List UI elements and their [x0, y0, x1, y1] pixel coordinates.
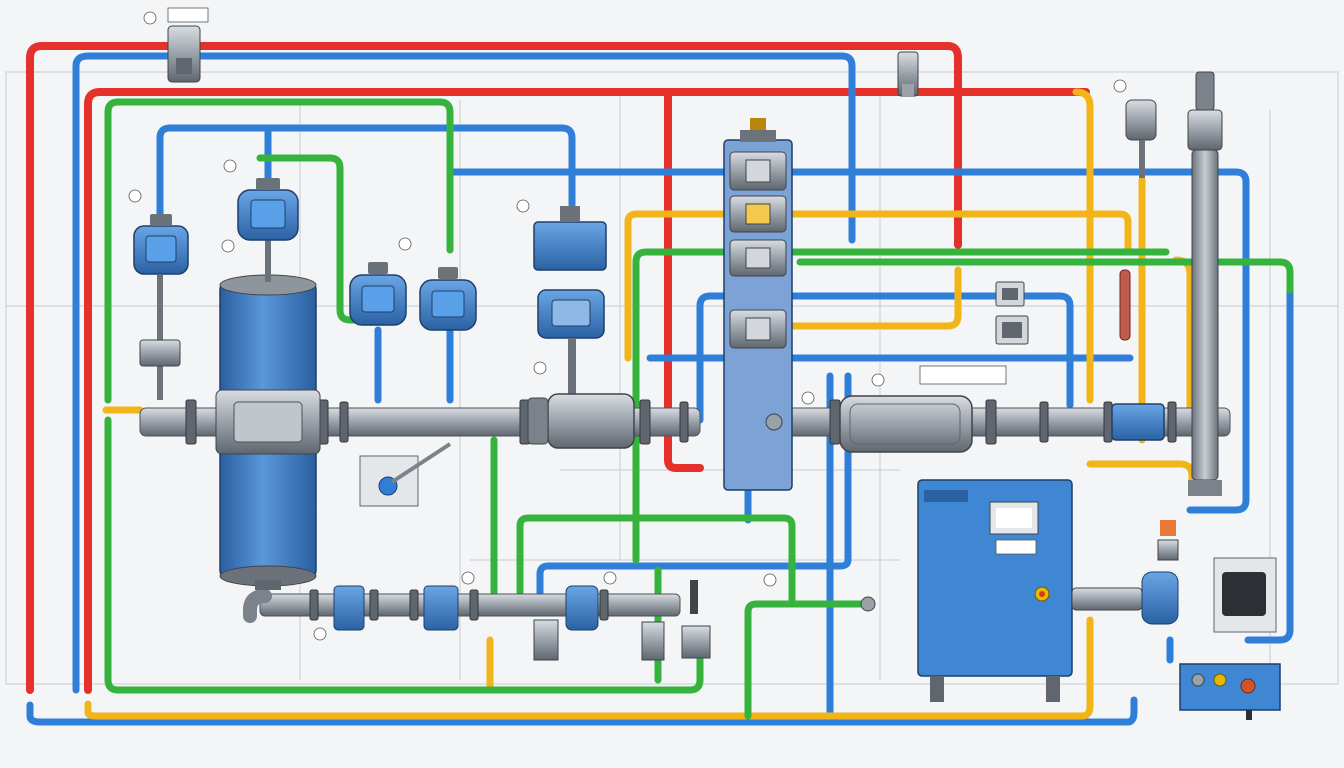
centrifugal-pump-center	[527, 393, 635, 449]
inline-pump-right	[1111, 403, 1165, 441]
control-panel	[917, 479, 1073, 702]
level-switch-1	[995, 281, 1025, 307]
valve-top-center	[897, 51, 919, 97]
yellow-pipe-network	[84, 88, 1196, 720]
blue-pipe-network	[26, 52, 1294, 726]
storage-vessel	[215, 274, 321, 590]
level-switch-2	[995, 315, 1029, 345]
thermometer	[1119, 269, 1131, 341]
flow-meter-2	[419, 267, 477, 331]
transmitter-center	[533, 206, 607, 400]
pressure-gauge-top	[237, 178, 299, 282]
pressure-gauge-left	[133, 214, 189, 400]
valve-top-left	[167, 25, 201, 83]
pump-motor-assembly-right	[1071, 520, 1277, 633]
red-pipe-network	[26, 42, 1090, 694]
flow-meter-1	[349, 262, 407, 326]
detail-inset	[359, 442, 452, 507]
flanges	[185, 399, 1177, 621]
label-boxes	[167, 7, 1037, 555]
bottom-line-devices	[333, 580, 876, 661]
distribution-manifold	[723, 118, 793, 491]
control-valve-top-right	[1125, 99, 1157, 178]
vertical-column-right	[1187, 71, 1223, 496]
motor-pump-right	[765, 395, 973, 453]
instrument-tags	[128, 11, 1127, 641]
chemical-dosing-skid	[1179, 663, 1281, 720]
